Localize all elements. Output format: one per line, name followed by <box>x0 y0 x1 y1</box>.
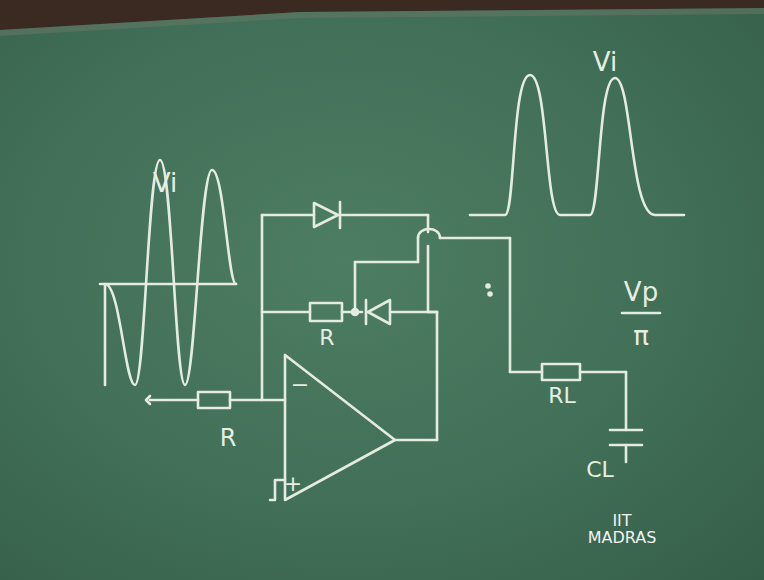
component-label: CL <box>586 459 614 481</box>
output-waveform <box>470 75 684 215</box>
input-waveform <box>100 160 236 385</box>
pin-name: − <box>291 374 309 396</box>
component-label: R <box>220 426 237 450</box>
load-network <box>510 238 642 462</box>
pin-name: + <box>284 473 302 495</box>
formula-term: Vp <box>624 279 658 305</box>
board-edge <box>0 8 764 36</box>
component-label: RL <box>548 385 576 407</box>
signal-name: Vi <box>593 49 617 75</box>
signal-name: Vi <box>153 170 177 196</box>
chalk-mark <box>489 293 492 296</box>
component-label: R <box>319 327 334 349</box>
feedback-network <box>262 202 510 440</box>
opamp-symbol <box>270 355 437 500</box>
junction-dot <box>352 309 358 315</box>
formula-term: π <box>633 323 649 349</box>
watermark: IIT MADRAS <box>577 513 667 547</box>
chalk-mark <box>487 285 490 288</box>
input-resistor <box>146 392 285 408</box>
fraction-bar <box>622 312 660 315</box>
